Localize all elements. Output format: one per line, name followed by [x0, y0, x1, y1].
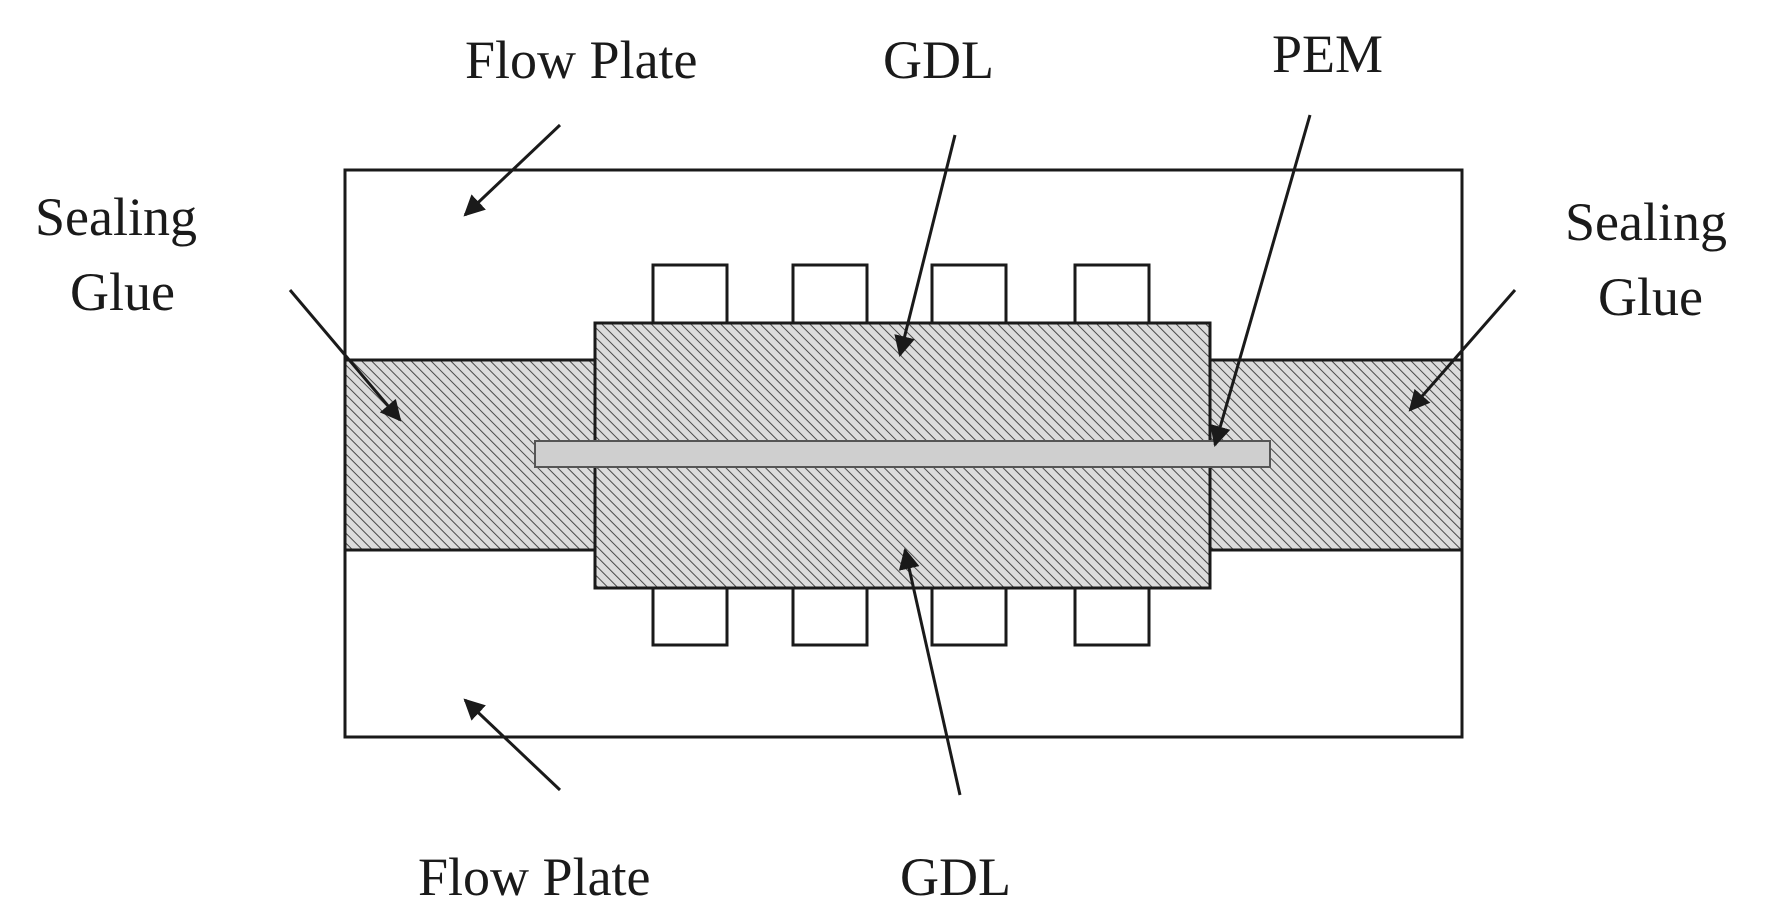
label-pem: PEM — [1272, 24, 1383, 84]
flow-channels-top — [651, 263, 1151, 327]
arrow-flow-plate-top — [463, 123, 562, 217]
label-flow-plate-bottom: Flow Plate — [418, 847, 651, 907]
label-sealing-glue-left-line1: Sealing — [35, 187, 197, 247]
label-gdl-bottom: GDL — [900, 847, 1011, 907]
arrow-flow-plate-bottom — [463, 698, 562, 792]
label-gdl-top: GDL — [883, 30, 994, 90]
arrow-gdl-top — [894, 134, 957, 358]
arrow-sealing-glue-left — [288, 289, 402, 422]
label-flow-plate-top: Flow Plate — [465, 30, 698, 90]
flow-channels-bottom — [651, 583, 1151, 647]
arrow-sealing-glue-right — [1408, 289, 1517, 412]
arrow-gdl-bottom — [898, 547, 962, 796]
label-sealing-glue-right-line2: Glue — [1598, 267, 1703, 327]
label-sealing-glue-left-line2: Glue — [70, 262, 175, 322]
pem-body — [534, 440, 1271, 468]
arrow-pem — [1210, 114, 1312, 448]
label-sealing-glue-right-line1: Sealing — [1565, 192, 1727, 252]
